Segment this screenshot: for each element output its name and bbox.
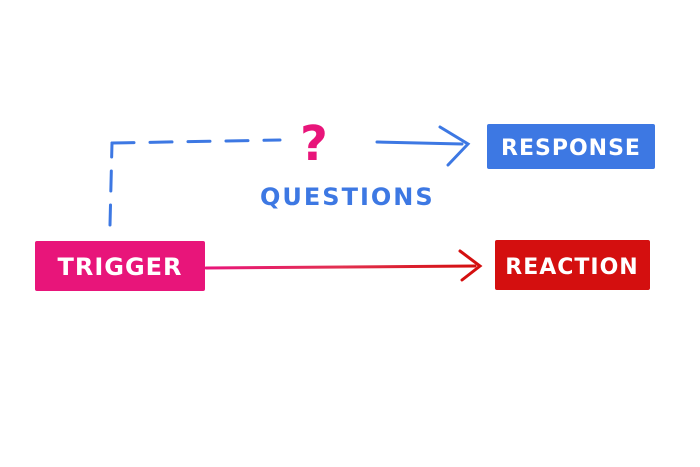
trigger-box-fill [35,241,205,291]
trigger-label: TRIGGER [57,253,182,281]
response-label: RESPONSE [501,136,641,161]
reaction-arrowhead [458,249,483,282]
trigger-box: TRIGGER [35,241,205,291]
questions-label: QUESTIONS [260,183,435,211]
questions-path-horizontal-right [375,140,464,146]
response-box: RESPONSE [487,124,655,169]
response-box-fill [487,124,655,169]
questions-path-vertical [108,141,114,227]
reaction-label: REACTION [505,255,638,280]
questions-arrowhead [438,125,471,167]
questions-path [108,125,471,227]
question-mark: ? [300,116,328,172]
reaction-arrow-shaft [204,264,477,270]
reaction-box-fill [495,240,650,290]
reaction-arrow [204,249,483,282]
questions-path-horizontal-left [110,138,282,145]
reaction-box: REACTION [495,240,650,290]
